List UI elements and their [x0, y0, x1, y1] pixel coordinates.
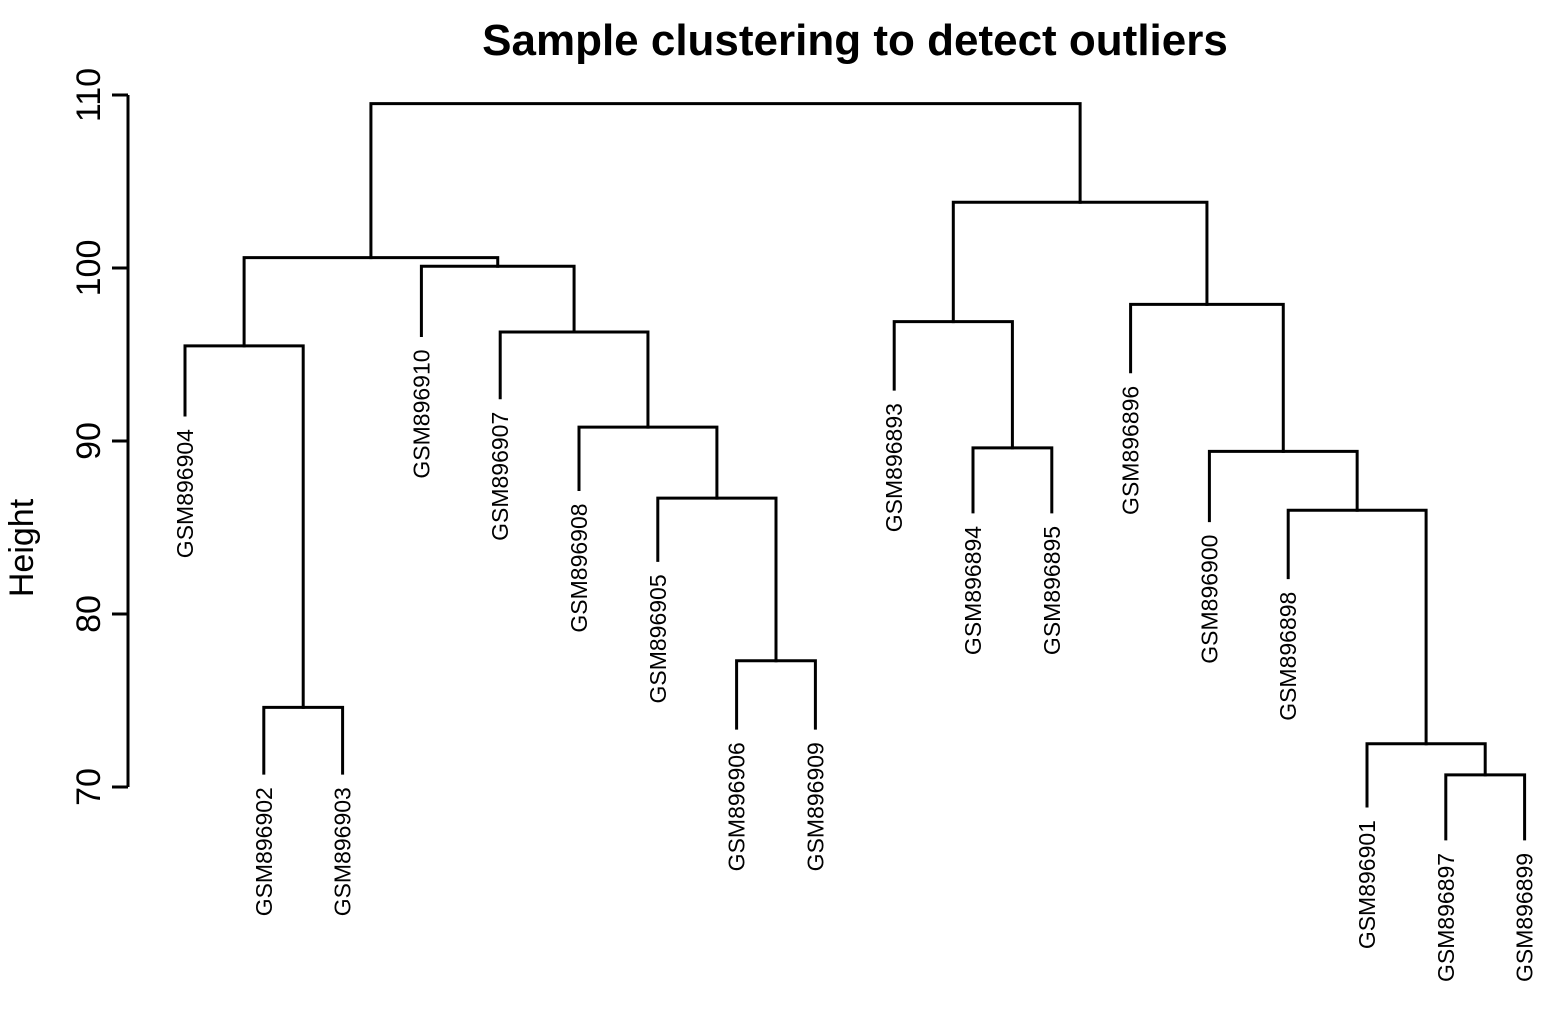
leaf-label-gsm896903: GSM896903 [330, 787, 356, 916]
dendrogram-merge-m17 [369, 102, 1082, 260]
leaf-label-gsm896899: GSM896899 [1512, 853, 1538, 982]
leaf-label-gsm896896: GSM896896 [1118, 386, 1144, 515]
dendrogram-merge-m9 [971, 446, 1054, 514]
leaf-label-gsm896893: GSM896893 [881, 403, 907, 532]
leaf-label-gsm896901: GSM896901 [1354, 820, 1380, 949]
leaf-label-gsm896909: GSM896909 [802, 742, 828, 871]
dendrogram-branches [183, 102, 1527, 841]
dendrogram-merge-m2 [183, 344, 305, 709]
dendrogram-merge-m15 [1129, 302, 1285, 453]
leaf-label-gsm896910: GSM896910 [408, 349, 434, 478]
y-tick-label: 80 [70, 595, 108, 633]
dendrogram-merge-m4 [656, 496, 778, 663]
leaf-label-gsm896894: GSM896894 [960, 526, 986, 655]
dendrogram-merge-m3 [735, 659, 817, 730]
dendrogram-merge-m7 [419, 264, 576, 337]
dendrogram-merge-m6 [498, 330, 650, 429]
y-axis: 70 80 90 100 110 [70, 68, 130, 806]
dendrogram-merge-m1 [262, 705, 345, 775]
leaf-label-gsm896898: GSM896898 [1275, 592, 1301, 721]
dendrogram-merge-m5 [577, 425, 719, 500]
chart-title: Sample clustering to detect outliers [482, 16, 1228, 65]
y-tick-label: 110 [70, 68, 108, 122]
leaf-label-gsm896902: GSM896902 [251, 787, 277, 916]
y-tick-label: 70 [70, 768, 108, 806]
y-tick-label: 90 [70, 422, 108, 460]
leaf-label-gsm896897: GSM896897 [1433, 853, 1459, 982]
dendrogram-merge-m11 [1444, 773, 1527, 841]
leaf-label-gsm896905: GSM896905 [645, 574, 671, 703]
leaf-label-gsm896904: GSM896904 [172, 429, 198, 558]
leaf-label-gsm896907: GSM896907 [487, 412, 513, 541]
leaf-label-gsm896895: GSM896895 [1039, 526, 1065, 655]
leaf-label-gsm896908: GSM896908 [566, 503, 592, 632]
y-tick-label: 100 [70, 240, 108, 297]
dendrogram-merge-m13 [1286, 508, 1428, 746]
y-axis-label: Height [3, 498, 41, 597]
leaf-label-gsm896900: GSM896900 [1196, 535, 1222, 664]
leaf-label-gsm896906: GSM896906 [724, 742, 750, 871]
dendrogram-merge-m10 [892, 320, 1014, 450]
dendrogram-merge-m8 [242, 256, 500, 348]
